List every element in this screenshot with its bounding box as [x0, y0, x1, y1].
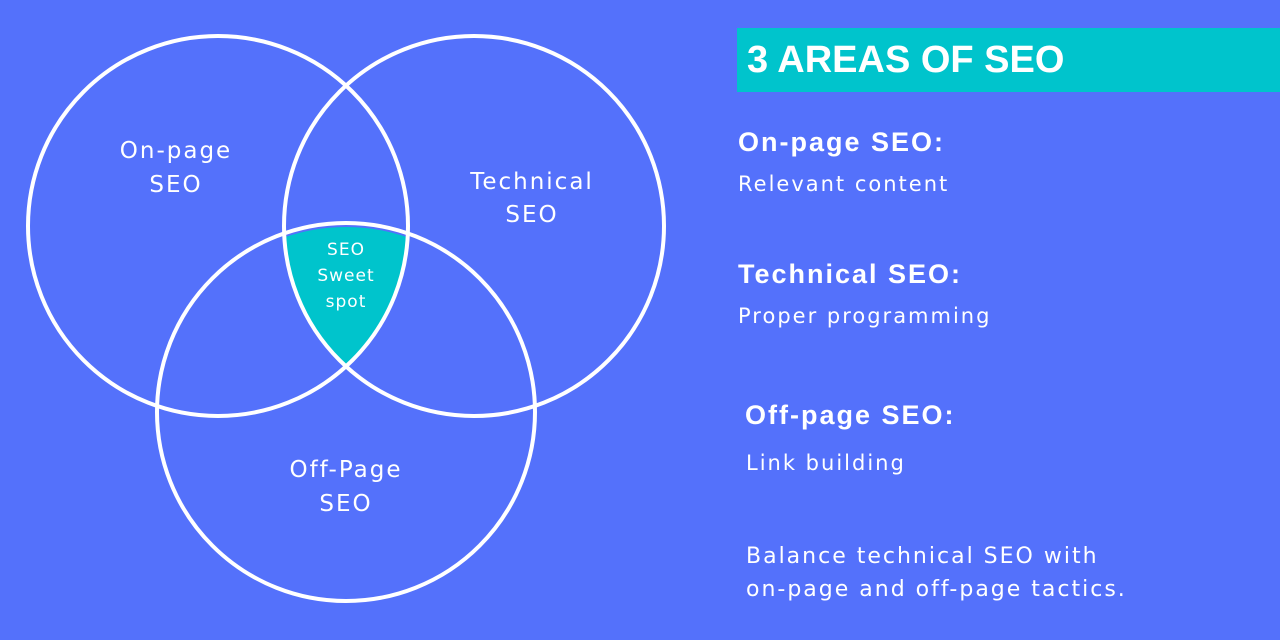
technical-circle-label-line-2: SEO: [505, 202, 558, 228]
summary-line-1: Balance technical SEO with: [746, 544, 1099, 569]
on-page-circle-label-line-2: SEO: [149, 172, 202, 198]
sweet-spot-label-line-1: SEO: [327, 240, 365, 260]
summary-line-2: on-page and off-page tactics.: [746, 577, 1127, 602]
title-banner: 3 AREAS OF SEO: [737, 28, 1280, 92]
summary-text: Balance technical SEO with on-page and o…: [746, 540, 1127, 606]
page-title: 3 AREAS OF SEO: [747, 39, 1065, 81]
on-page-seo-description: Relevant content: [738, 172, 950, 196]
on-page-circle-label-line-1: On-page: [120, 138, 232, 164]
off-page-circle-label-line-1: Off-Page: [289, 457, 402, 483]
off-page-circle: [155, 221, 537, 603]
venn-diagram: On-page SEO Technical SEO Off-Page SEO S…: [26, 34, 666, 603]
off-page-circle-label-line-2: SEO: [319, 491, 372, 517]
sweet-spot-label-line-3: spot: [326, 292, 367, 312]
technical-seo-description: Proper programming: [738, 304, 992, 328]
on-page-seo-heading: On-page SEO:: [738, 127, 946, 157]
technical-seo-heading: Technical SEO:: [738, 259, 963, 289]
off-page-seo-description: Link building: [746, 451, 906, 475]
technical-circle-label-line-1: Technical: [469, 169, 594, 195]
sweet-spot-label-line-2: Sweet: [317, 266, 374, 286]
technical-circle: [282, 34, 666, 418]
off-page-seo-heading: Off-page SEO:: [745, 400, 956, 430]
on-page-circle: [26, 34, 410, 418]
